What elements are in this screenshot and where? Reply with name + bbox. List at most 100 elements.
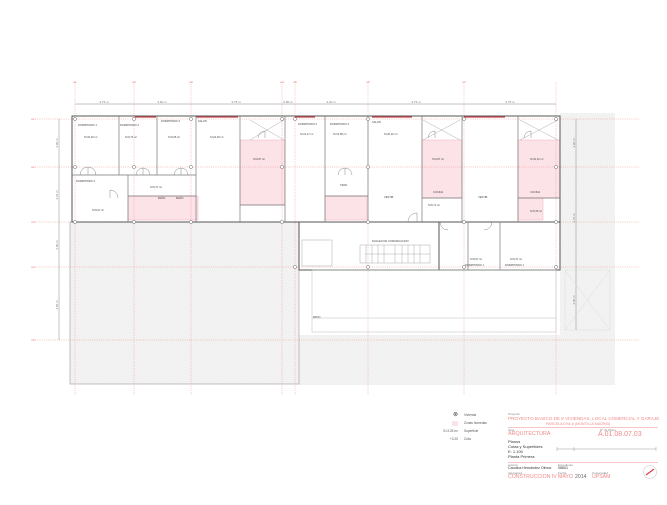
svg-text:3.75 m: 3.75 m (231, 100, 241, 104)
svg-text:DORMITORIO 1: DORMITORIO 1 (465, 263, 485, 267)
svg-text:e2: e2 (132, 80, 136, 84)
svg-text:3.70 m: 3.70 m (572, 213, 576, 223)
subject-label: Asignatura (508, 471, 523, 475)
svg-text:3.60 m: 3.60 m (157, 100, 167, 104)
svg-text:2.80 m: 2.80 m (55, 240, 59, 250)
svg-text:BAÑO: BAÑO (158, 195, 165, 200)
north-arrow-icon (643, 465, 657, 479)
legend-item: S=3.25 m² Superficie (443, 429, 479, 433)
interior-walls (72, 116, 560, 270)
svg-text:COCINA: COCINA (530, 190, 540, 194)
svg-text:3.75 m: 3.75 m (505, 100, 515, 104)
svg-text:DORMITORIO 3: DORMITORIO 3 (161, 119, 181, 123)
svg-text:4.50 m: 4.50 m (55, 300, 59, 310)
student-id: 06801 (558, 466, 568, 470)
svg-text:S=10,31 m²: S=10,31 m² (530, 157, 544, 161)
svg-text:S=9,87 m²: S=9,87 m² (432, 157, 444, 161)
svg-text:NUCLEO DE COMUNICACION: NUCLEO DE COMUNICACION (372, 239, 409, 243)
svg-text:e4: e4 (280, 80, 284, 84)
svg-text:e4: e4 (31, 265, 35, 269)
project-label: Proyecto (508, 412, 520, 416)
svg-text:S=9,97 m²: S=9,97 m² (92, 208, 104, 212)
svg-text:3.75 m: 3.75 m (99, 100, 109, 104)
svg-text:e1: e1 (31, 117, 35, 121)
svg-text:0.80 m: 0.80 m (283, 100, 293, 104)
svg-text:e6: e6 (366, 80, 370, 84)
svg-text:4.40 m: 4.40 m (326, 100, 336, 104)
svg-text:S=9,05 m²: S=9,05 m² (168, 135, 180, 139)
columns (73, 117, 558, 269)
scale-line: E: 1.100 (508, 449, 523, 454)
svg-text:DORMITORIO 1: DORMITORIO 1 (505, 263, 525, 267)
svg-text:S=5,71 m²: S=5,71 m² (428, 203, 440, 207)
svg-text:VESTIB.: VESTIB. (384, 195, 394, 199)
svg-text:S=9,47 m²: S=9,47 m² (510, 257, 522, 261)
student-id-label: Expediente (558, 463, 574, 467)
description-line: Planta Primera (508, 454, 535, 459)
author-name: Carolina Hernández Olmos (508, 466, 552, 470)
svg-text:PATIO: PATIO (313, 315, 320, 319)
svg-text:DORMITORIO 4: DORMITORIO 4 (76, 179, 96, 183)
university-label: Universidad (592, 471, 608, 475)
room-labels: DORMITORIO 1 S=10,30 m² DORMITORIO 2 S=9… (76, 119, 544, 319)
svg-text:S=5,47 m²: S=5,47 m² (150, 185, 162, 189)
svg-text:e7: e7 (462, 80, 466, 84)
svg-text:S=12,17 m²: S=12,17 m² (300, 132, 314, 136)
svg-text:SALON: SALON (198, 119, 207, 123)
svg-text:e3: e3 (31, 220, 35, 224)
svg-text:S=9,87 m²: S=9,87 m² (253, 157, 265, 161)
svg-text:e5: e5 (31, 338, 35, 342)
svg-text:S=5,35 m²: S=5,35 m² (530, 209, 542, 213)
svg-text:VESTIB.: VESTIB. (478, 195, 488, 199)
svg-text:S=9,97 m²: S=9,97 m² (470, 257, 482, 261)
wet-zones (127, 139, 561, 221)
hatched-side (560, 113, 615, 385)
svg-text:SALON: SALON (372, 120, 381, 124)
svg-text:S=10,30 m²: S=10,30 m² (84, 135, 98, 139)
svg-text:4.00 m: 4.00 m (572, 295, 576, 305)
project-title: PROYECTO BASICO DE 8 VIVIENDAS, LOCAL CO… (508, 416, 660, 421)
stair-core (249, 119, 559, 267)
dwelling-symbol-icon: ⊗ (452, 412, 458, 418)
author-label: Autor/a (508, 463, 518, 467)
description-line: Planos (508, 439, 521, 444)
legend: ⊗ Vivienda Zonas húmedas S=3.25 m² Super… (438, 412, 510, 445)
svg-text:3.75 m: 3.75 m (411, 100, 421, 104)
grid-axis-labels: e1 e2 e3 e4 e5 e6 e7 e1 e2 e3 e4 e5 (31, 80, 466, 342)
sheet-number-label: Nº de Plano (600, 428, 616, 432)
svg-text:COCINA: COCINA (433, 190, 443, 194)
svg-text:3.70 m: 3.70 m (55, 190, 59, 200)
svg-text:BAÑO: BAÑO (176, 195, 183, 200)
svg-text:e1: e1 (73, 80, 77, 84)
door-swings (79, 130, 532, 231)
year: 2014 (575, 474, 587, 480)
project-subtitle: PARCELA CH4-A (MONTILLA MADRID) (546, 422, 611, 426)
area-value: ARQUITECTURA (508, 431, 551, 437)
svg-text:S=20,22 m²: S=20,22 m² (384, 132, 398, 136)
subject: CONSTRUCCION IV (508, 474, 557, 480)
svg-text:DORMITORIO 3: DORMITORIO 3 (330, 122, 350, 126)
svg-text:S=9,74 m²: S=9,74 m² (125, 135, 137, 139)
svg-text:S=22,93 m²: S=22,93 m² (210, 135, 224, 139)
scale-bar (556, 447, 657, 451)
svg-text:DORMITORIO 2: DORMITORIO 2 (120, 123, 140, 127)
legend-item: Zonas húmedas (438, 421, 510, 429)
svg-text:e2: e2 (31, 165, 35, 169)
svg-text:3.00 m: 3.00 m (572, 138, 576, 148)
svg-text:TEND.: TEND. (340, 183, 348, 187)
area-label: Área (508, 428, 515, 432)
hatched-terrace (70, 222, 299, 384)
date-label: Fecha (558, 471, 567, 475)
svg-text:e5: e5 (293, 80, 297, 84)
sheet-number: A.01.08.07.03 (598, 431, 642, 438)
legend-item: +3.20 Cota (449, 437, 471, 441)
wet-zone-swatch (452, 421, 458, 426)
svg-text:e3: e3 (189, 80, 193, 84)
title-block: Proyecto PROYECTO BASICO DE 8 VIVIENDAS,… (508, 412, 660, 487)
svg-text:DORMITORIO 1: DORMITORIO 1 (78, 123, 98, 127)
university: UPSAM (592, 474, 611, 480)
svg-text:S=13,58 m²: S=13,58 m² (333, 132, 347, 136)
legend-item: ⊗ Vivienda (438, 412, 510, 421)
